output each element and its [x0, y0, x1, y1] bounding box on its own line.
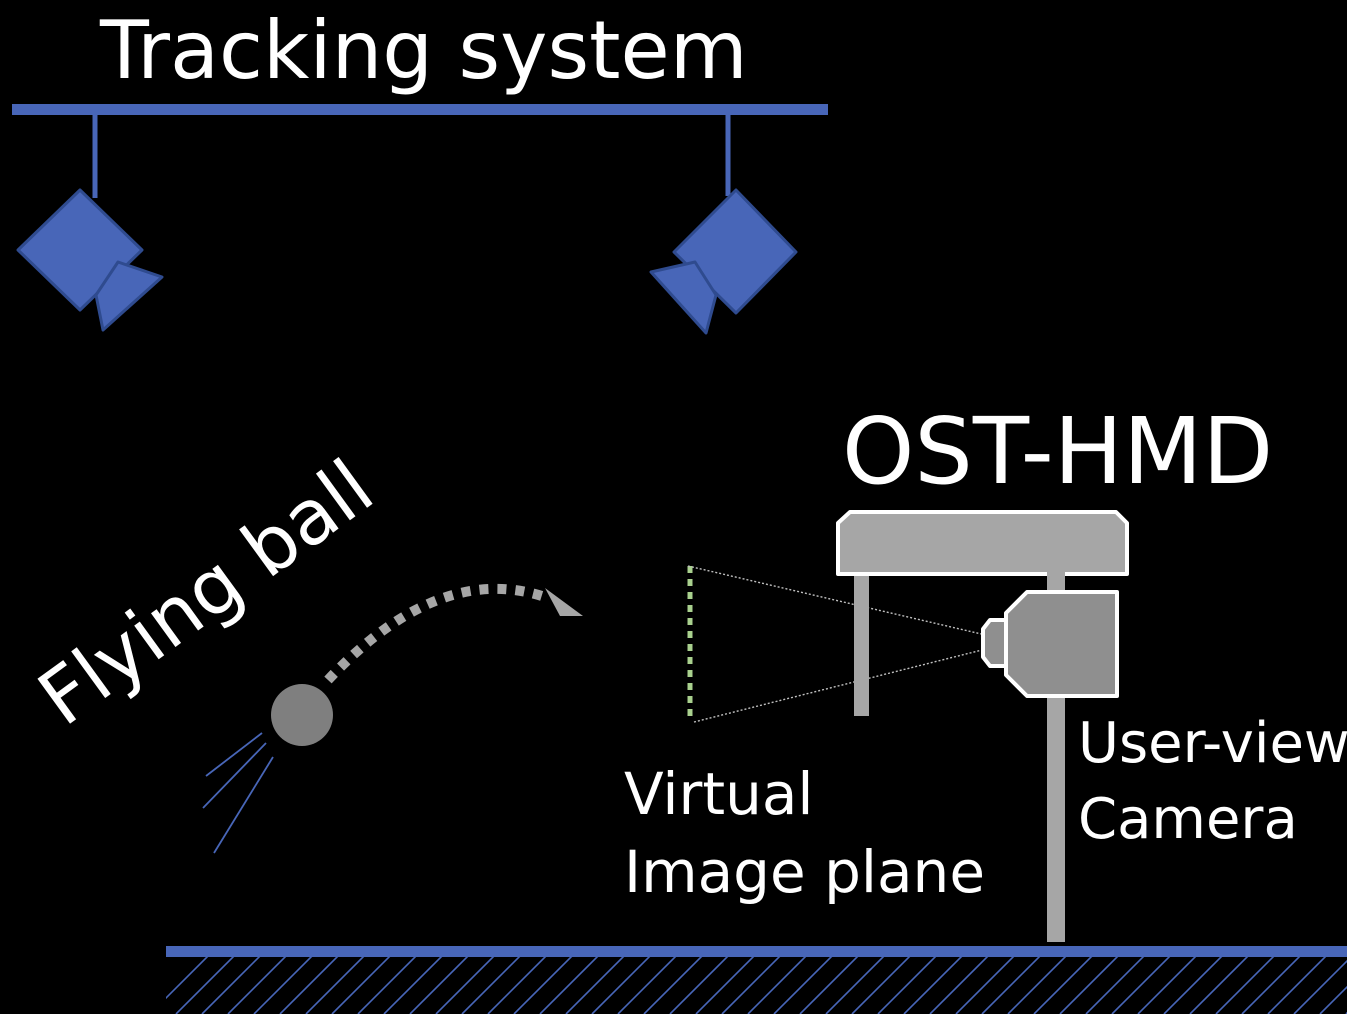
- hatch-line: [1215, 956, 1275, 1014]
- virtual-image-plane-label-line2: Image plane: [624, 838, 985, 906]
- hatch-line: [617, 956, 677, 1014]
- hatch-line: [903, 956, 963, 1014]
- hatch-line: [1189, 956, 1249, 1014]
- user-view-camera-icon: [981, 572, 1119, 942]
- hatch-line: [877, 956, 937, 1014]
- ball-trajectory-arrow: [324, 583, 583, 684]
- hatch-line: [539, 956, 599, 1014]
- hatch-line: [461, 956, 521, 1014]
- hatch-line: [253, 956, 313, 1014]
- hatch-line: [591, 956, 651, 1014]
- hatch-line: [331, 956, 391, 1014]
- hatch-line: [201, 956, 261, 1014]
- tracking-rail: [12, 104, 828, 115]
- ball-icon: [271, 684, 333, 746]
- hatch-line: [669, 956, 729, 1014]
- hatch-line: [721, 956, 781, 1014]
- hatch-line: [799, 956, 859, 1014]
- hatch-line: [1267, 956, 1327, 1014]
- hatch-line: [1007, 956, 1067, 1014]
- hatch-line: [1059, 956, 1119, 1014]
- hatch-line: [695, 956, 755, 1014]
- tracking-system-label: Tracking system: [99, 4, 748, 97]
- hatch-line: [513, 956, 573, 1014]
- hatch-line: [1163, 956, 1223, 1014]
- hatch-line: [1137, 956, 1197, 1014]
- hatch-line: [773, 956, 833, 1014]
- ost-hmd-label: OST-HMD: [842, 398, 1273, 505]
- hatch-line: [1111, 956, 1171, 1014]
- hatch-line: [305, 956, 365, 1014]
- hatch-line: [487, 956, 547, 1014]
- ground-hatching: [166, 956, 1347, 1014]
- hatch-line: [383, 956, 443, 1014]
- virtual-image-plane-label-line1: Virtual: [624, 760, 814, 828]
- hatch-line: [279, 956, 339, 1014]
- ground-line: [166, 946, 1347, 957]
- hatch-line: [435, 956, 495, 1014]
- hatch-line: [1241, 956, 1301, 1014]
- hatch-line: [166, 956, 209, 1000]
- tracking-camera-right-icon: [649, 115, 798, 335]
- user-view-camera-label-line2: Camera: [1078, 787, 1298, 852]
- tracking-camera-left-icon: [16, 115, 164, 332]
- hatch-line: [643, 956, 703, 1014]
- ost-hmd-icon: [836, 510, 1129, 716]
- hatch-line: [929, 956, 989, 1014]
- hatch-line: [565, 956, 625, 1014]
- hatch-line: [981, 956, 1041, 1014]
- hatch-line: [1033, 956, 1093, 1014]
- motion-lines-icon: [202, 732, 274, 854]
- view-frustum: [687, 565, 991, 723]
- hatch-line: [357, 956, 417, 1014]
- hatch-line: [227, 956, 287, 1014]
- hatch-line: [851, 956, 911, 1014]
- hatch-line: [1293, 959, 1347, 1014]
- hatch-line: [1319, 985, 1347, 1014]
- flying-ball-label: Flying ball: [22, 442, 389, 742]
- hatch-line: [747, 956, 807, 1014]
- hatch-line: [1085, 956, 1145, 1014]
- hatch-line: [955, 956, 1015, 1014]
- hatch-line: [175, 956, 235, 1014]
- user-view-camera-label-line1: User-view: [1078, 711, 1347, 776]
- hatch-line: [409, 956, 469, 1014]
- hatch-line: [825, 956, 885, 1014]
